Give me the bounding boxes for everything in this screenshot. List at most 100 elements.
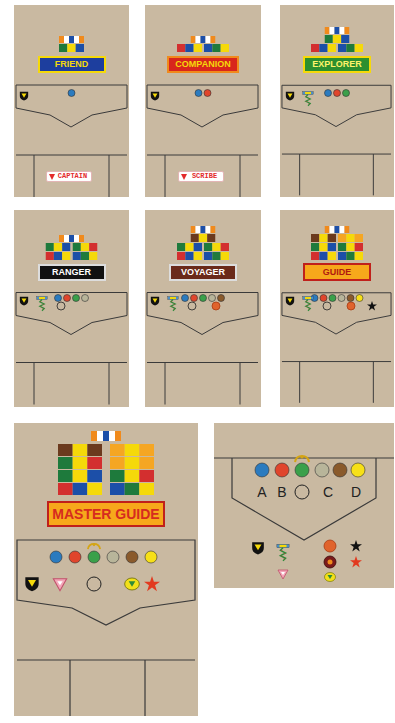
level-pin bbox=[88, 551, 100, 563]
pin-text: CAPTAIN bbox=[58, 172, 87, 181]
ribbon-bar bbox=[59, 36, 84, 43]
level-pin bbox=[145, 551, 157, 563]
ribbon-bar bbox=[204, 252, 229, 260]
badge-icon bbox=[57, 302, 65, 310]
level-pin bbox=[333, 463, 347, 477]
office-pin: CAPTAIN bbox=[46, 171, 92, 182]
badge-icon bbox=[20, 92, 377, 592]
level-pin bbox=[68, 90, 75, 97]
badge-icon bbox=[323, 302, 331, 310]
ribbon-bar bbox=[46, 243, 71, 251]
badge-icon bbox=[286, 297, 294, 306]
ribbon-bar bbox=[58, 483, 102, 495]
level-pin bbox=[209, 295, 216, 302]
ribbon-bar bbox=[46, 27, 364, 495]
ribbon-bar bbox=[204, 243, 229, 251]
ribbon-bar bbox=[311, 234, 336, 242]
ribbon-bar bbox=[73, 252, 98, 260]
level-pin bbox=[329, 295, 336, 302]
ribbon-bar bbox=[59, 44, 84, 52]
uniform-panel bbox=[280, 210, 394, 407]
ribbon-bar bbox=[311, 44, 336, 52]
pin-text: SCRIBE bbox=[192, 172, 217, 181]
level-pin bbox=[334, 90, 341, 97]
pocket-outline bbox=[17, 540, 195, 625]
rank-name: EXPLORER bbox=[312, 59, 362, 70]
uniform-panel bbox=[14, 5, 394, 716]
level-pin bbox=[55, 295, 62, 302]
badge-icon bbox=[252, 542, 264, 554]
ribbon-bar bbox=[46, 252, 71, 260]
badge-icon bbox=[277, 544, 289, 561]
ribbon-bar bbox=[204, 44, 229, 52]
badge-icon bbox=[20, 92, 28, 101]
level-pin bbox=[325, 90, 332, 97]
pocket-outline bbox=[214, 458, 394, 540]
level-pin bbox=[315, 463, 329, 477]
office-pin: SCRIBE bbox=[178, 171, 224, 182]
badge-icon bbox=[286, 92, 294, 101]
uniform-panel bbox=[145, 5, 261, 197]
pocket-outline bbox=[17, 660, 195, 716]
ribbon-bar bbox=[177, 252, 202, 260]
badge-icon bbox=[25, 577, 38, 591]
rank-bar: EXPLORER bbox=[303, 56, 371, 73]
callout-letter: B bbox=[277, 484, 286, 500]
ribbon-bar bbox=[110, 483, 154, 495]
laurel-wreath bbox=[88, 543, 100, 549]
badge-icon bbox=[53, 579, 66, 591]
ribbon-bar bbox=[191, 36, 216, 43]
badge-icon bbox=[347, 302, 355, 310]
level-pin bbox=[50, 551, 62, 563]
pocket-outline bbox=[282, 293, 391, 403]
rank-bar: MASTER GUIDE bbox=[47, 501, 165, 527]
rank-bar: COMPANION bbox=[167, 56, 239, 73]
uniform-panel bbox=[14, 423, 198, 716]
badge-icon bbox=[325, 573, 336, 582]
ribbon-bar bbox=[338, 234, 363, 242]
level-pin bbox=[320, 295, 327, 302]
level-pin bbox=[255, 463, 269, 477]
level-pin bbox=[69, 551, 81, 563]
badge-icon bbox=[367, 301, 377, 311]
badge-icon bbox=[37, 297, 48, 311]
badge-icon bbox=[303, 92, 314, 106]
uniform-panel bbox=[280, 5, 394, 197]
rank-name: RANGER bbox=[52, 267, 91, 278]
ribbon-bar bbox=[110, 470, 154, 482]
ribbon-bar bbox=[311, 252, 336, 260]
rank-name: GUIDE bbox=[323, 267, 352, 278]
rank-bar: GUIDE bbox=[303, 263, 371, 281]
level-pin bbox=[191, 295, 198, 302]
callout-letter: C bbox=[323, 484, 333, 500]
rank-bar: RANGER bbox=[38, 264, 106, 281]
pocket-outline bbox=[16, 293, 127, 405]
uniform-panel bbox=[145, 210, 261, 407]
callout-letter: D bbox=[351, 484, 361, 500]
callout-letter: A bbox=[257, 484, 266, 500]
level-pin bbox=[195, 90, 202, 97]
pocket-outline bbox=[147, 85, 258, 197]
badge-icon bbox=[303, 297, 314, 311]
level-pin bbox=[82, 295, 89, 302]
ribbon-bar bbox=[91, 431, 121, 441]
badge-icon bbox=[20, 297, 28, 306]
rank-bar: FRIEND bbox=[38, 56, 106, 73]
ribbon-bar bbox=[59, 235, 84, 242]
rank-name: FRIEND bbox=[55, 59, 89, 70]
badge-icon bbox=[295, 485, 309, 499]
level-pin bbox=[200, 295, 207, 302]
ribbon-bar bbox=[325, 226, 350, 233]
ribbon-bar bbox=[311, 243, 336, 251]
level-pin bbox=[275, 463, 289, 477]
badge-icon bbox=[328, 560, 333, 565]
ribbon-bar bbox=[191, 234, 216, 242]
badge-icon bbox=[324, 540, 336, 552]
level-pin bbox=[356, 295, 363, 302]
ribbon-bar bbox=[73, 243, 98, 251]
ribbon-bar bbox=[110, 457, 154, 469]
badge-icon bbox=[87, 577, 101, 591]
ribbon-bar bbox=[58, 457, 102, 469]
